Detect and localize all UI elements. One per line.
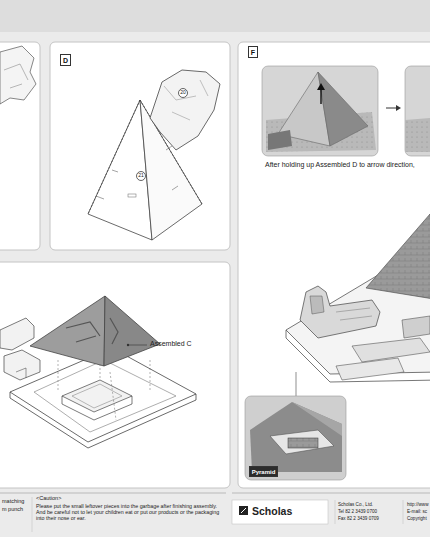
caution-text: Please put the small leftover pieces int… — [36, 503, 224, 521]
name-plate: Pyramid — [249, 466, 278, 477]
node-text: D — [63, 57, 69, 64]
node-text: Pyramid — [252, 469, 276, 475]
note-fragment: matching — [2, 498, 24, 504]
step-letter: D — [60, 54, 71, 66]
callout-number: 21 — [138, 173, 144, 179]
brand-logo: Scholas — [252, 505, 292, 517]
step-caption: After holding up Assembled D to arrow di… — [265, 161, 415, 169]
company-info: Fax 82 2 3439 0709 — [338, 516, 379, 521]
company-info: Scholas Co., Ltd. — [338, 502, 373, 507]
company-info: http://www — [407, 502, 428, 507]
company-info: E-mail: sc — [407, 509, 427, 514]
node-text: F — [251, 49, 256, 56]
caution-heading: <Caution> — [36, 495, 61, 501]
part-label: Assembled C — [150, 340, 192, 348]
callout-number: 20 — [180, 90, 186, 96]
company-info: Copyright — [407, 516, 427, 521]
note-fragment: m punch — [2, 506, 23, 512]
company-info: Tel 82 2 3439 0700 — [338, 509, 377, 514]
step-letter: F — [248, 46, 258, 58]
